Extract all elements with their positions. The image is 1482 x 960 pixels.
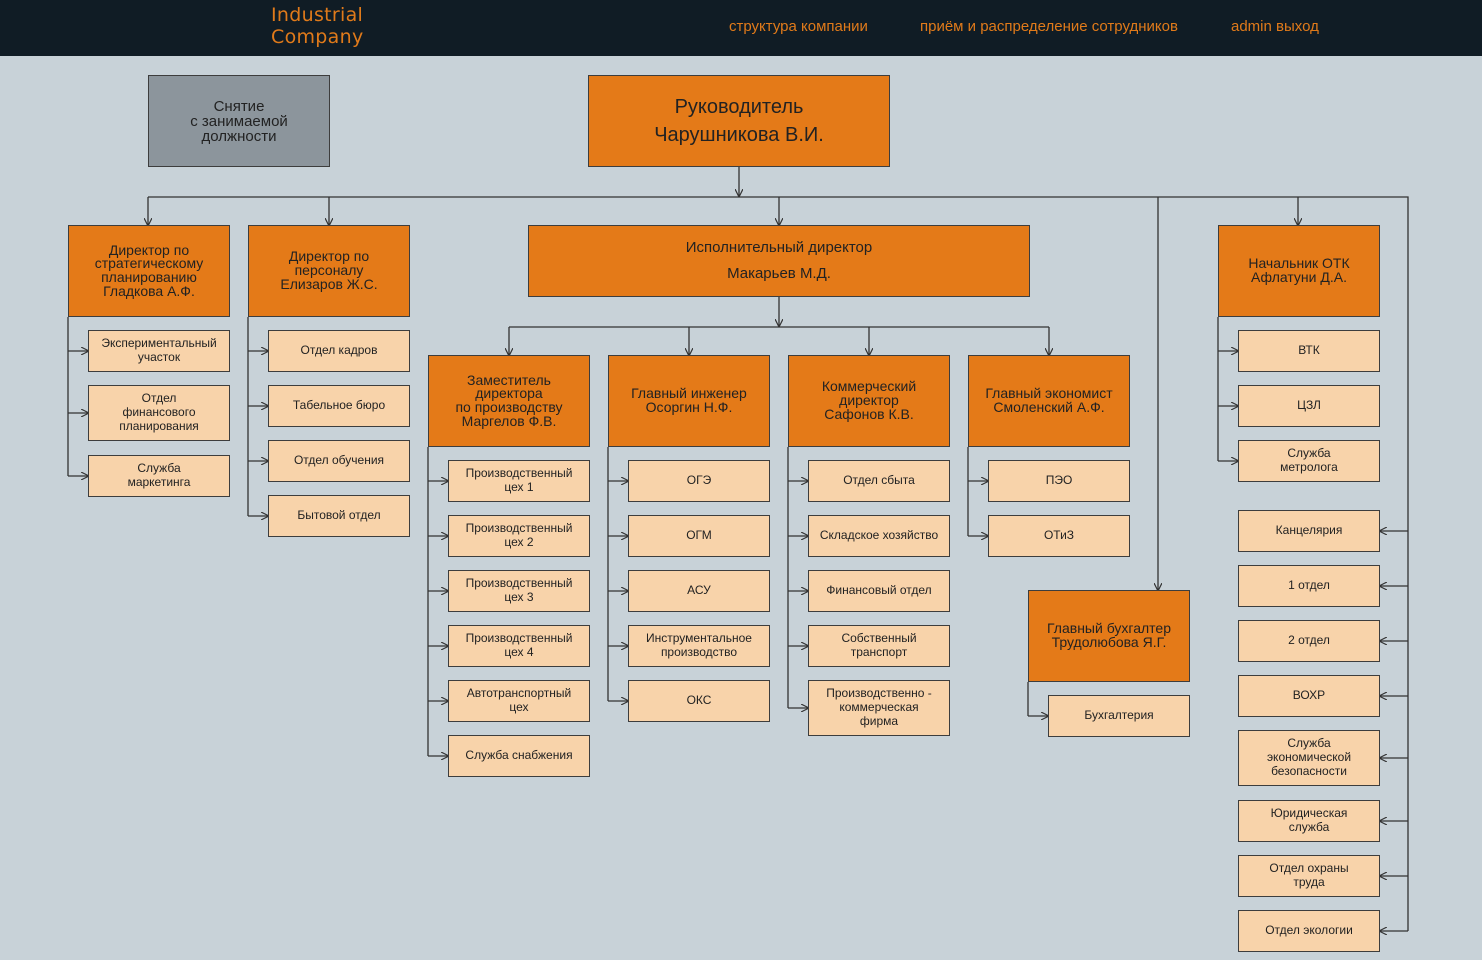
otk-dept-3[interactable]: Служба метролога [1238, 440, 1380, 482]
production-dept-1[interactable]: Производственный цех 1 [448, 460, 590, 502]
direct-dept-5[interactable]: Служба экономической безопасности [1238, 730, 1380, 786]
chief-engineer-box[interactable]: Главный инженер Осоргин Н.Ф. [608, 355, 770, 447]
personnel-dept-3[interactable]: Отдел обучения [268, 440, 410, 482]
connector-lines [67, 167, 1409, 960]
commercial-dept-3[interactable]: Финансовый отдел [808, 570, 950, 612]
engineer-dept-4[interactable]: Инструментальное производство [628, 625, 770, 667]
engineer-dept-3[interactable]: АСУ [628, 570, 770, 612]
direct-dept-7[interactable]: Отдел охраны труда [1238, 855, 1380, 897]
production-dept-3[interactable]: Производственный цех 3 [448, 570, 590, 612]
strategy-director-box[interactable]: Директор по стратегическому планированию… [68, 225, 230, 317]
strategy-dept-1[interactable]: Экспериментальный участок [88, 330, 230, 372]
head-box[interactable]: Руководитель Чарушникова В.И. [588, 75, 890, 167]
org-chart: Снятие с занимаемой должности Руководите… [0, 56, 1482, 960]
production-dept-2[interactable]: Производственный цех 2 [448, 515, 590, 557]
direct-dept-2[interactable]: 1 отдел [1238, 565, 1380, 607]
executive-director-box[interactable]: Исполнительный директор Макарьев М.Д. [528, 225, 1030, 297]
personnel-director-box[interactable]: Директор по персоналу Елизаров Ж.С. [248, 225, 410, 317]
production-dept-4[interactable]: Производственный цех 4 [448, 625, 590, 667]
logo-line-1: Industrial [271, 4, 364, 26]
economist-dept-1[interactable]: ПЭО [988, 460, 1130, 502]
strategy-dept-2[interactable]: Отдел финансового планирования [88, 385, 230, 441]
engineer-dept-5[interactable]: ОКС [628, 680, 770, 722]
otk-head-box[interactable]: Начальник ОТК Афлатуни Д.А. [1218, 225, 1380, 317]
logo-line-2: Company [271, 26, 364, 48]
personnel-dept-4[interactable]: Бытовой отдел [268, 495, 410, 537]
personnel-dept-2[interactable]: Табельное бюро [268, 385, 410, 427]
company-logo[interactable]: Industrial Company [271, 4, 364, 48]
engineer-dept-1[interactable]: ОГЭ [628, 460, 770, 502]
direct-dept-8[interactable]: Отдел экологии [1238, 910, 1380, 952]
commercial-dept-4[interactable]: Собственный транспорт [808, 625, 950, 667]
commercial-dept-2[interactable]: Складское хозяйство [808, 515, 950, 557]
accountant-dept-1[interactable]: Бухгалтерия [1048, 695, 1190, 737]
otk-dept-2[interactable]: ЦЗЛ [1238, 385, 1380, 427]
direct-dept-6[interactable]: Юридическая служба [1238, 800, 1380, 842]
strategy-dept-3[interactable]: Служба маркетинга [88, 455, 230, 497]
personnel-dept-1[interactable]: Отдел кадров [268, 330, 410, 372]
otk-dept-1[interactable]: ВТК [1238, 330, 1380, 372]
dismissal-box[interactable]: Снятие с занимаемой должности [148, 75, 330, 167]
direct-dept-1[interactable]: Канцелярия [1238, 510, 1380, 552]
direct-dept-3[interactable]: 2 отдел [1238, 620, 1380, 662]
production-dept-5[interactable]: Автотранспортный цех [448, 680, 590, 722]
chief-accountant-box[interactable]: Главный бухгалтер Трудолюбова Я.Г. [1028, 590, 1190, 682]
nav-hiring[interactable]: приём и распределение сотрудников [920, 18, 1178, 35]
direct-dept-4[interactable]: ВОХР [1238, 675, 1380, 717]
production-deputy-box[interactable]: Заместитель директора по производству Ма… [428, 355, 590, 447]
nav-admin-logout[interactable]: admin выход [1231, 18, 1319, 35]
economist-dept-2[interactable]: ОТиЗ [988, 515, 1130, 557]
top-bar: Industrial Company структура компании пр… [0, 0, 1482, 56]
nav-company-structure[interactable]: структура компании [729, 18, 868, 35]
commercial-dept-5[interactable]: Производственно - коммерческая фирма [808, 680, 950, 736]
commercial-director-box[interactable]: Коммерческий директор Сафонов К.В. [788, 355, 950, 447]
engineer-dept-2[interactable]: ОГМ [628, 515, 770, 557]
production-dept-6[interactable]: Служба снабжения [448, 735, 590, 777]
commercial-dept-1[interactable]: Отдел сбыта [808, 460, 950, 502]
chief-economist-box[interactable]: Главный экономист Смоленский А.Ф. [968, 355, 1130, 447]
